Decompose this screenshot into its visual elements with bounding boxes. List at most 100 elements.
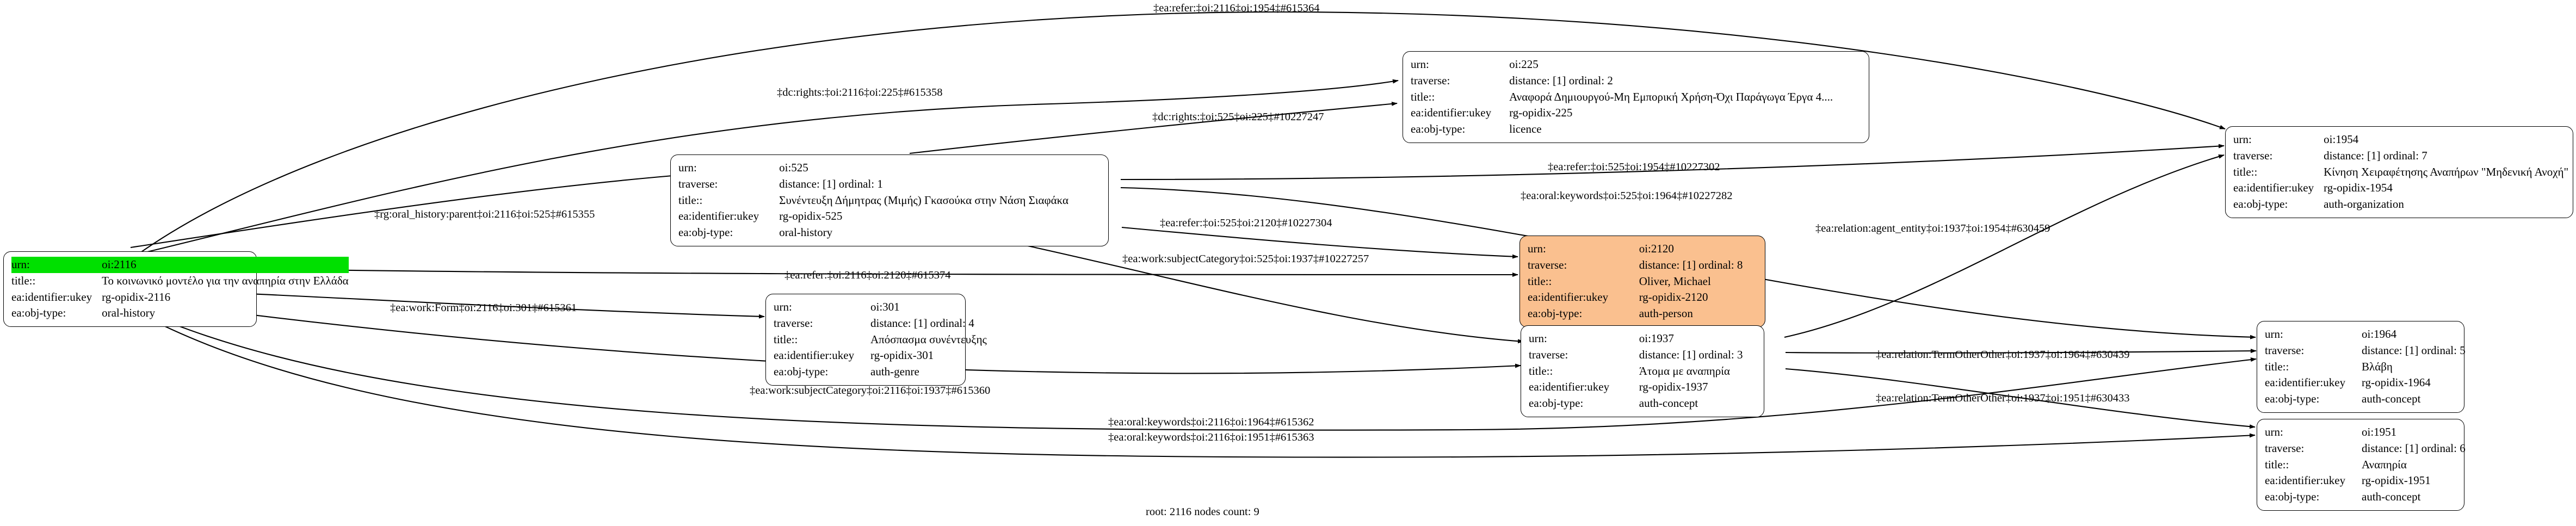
field-value-ukey: rg-opidix-2116 xyxy=(102,290,171,304)
node-field-traverse: traverse: distance: [1] ordinal: 2 xyxy=(1411,73,1862,89)
field-value-traverse: distance: [1] ordinal: 3 xyxy=(1639,348,1743,361)
graph-node-oi-301[interactable]: urn:oi:301 traverse:distance: [1] ordina… xyxy=(765,294,987,386)
field-value-title: Το κοινωνικό μοντέλο για την αναπηρία στ… xyxy=(102,274,349,287)
field-value-objtype: auth-concept xyxy=(1639,397,1698,410)
edge-path-e630459 xyxy=(1784,154,2225,338)
field-label-ukey: ea:identifier:ukey xyxy=(2265,474,2346,487)
node-field-traverse: traverse: distance: [1] ordinal: 4 xyxy=(774,315,987,332)
node-field-ukey: ea:identifier:ukey rg-opidix-225 xyxy=(1411,105,1862,121)
node-field-title: title::Κίνηση Χειραφέτησης Αναπήρων "Μηδ… xyxy=(2233,164,2568,181)
node-field-traverse: traverse:distance: [1] ordinal: 3 xyxy=(1529,347,1757,363)
graph-node-oi-2116[interactable]: urn:oi:2116 title::Το κοινωνικό μοντέλο … xyxy=(3,251,349,327)
field-label-title: title:: xyxy=(2265,360,2289,373)
field-value-objtype: auth-concept xyxy=(2362,490,2421,504)
field-label-urn: urn: xyxy=(11,257,102,273)
node-field-title: title::Βλάβη xyxy=(2265,359,2466,375)
field-label-ukey: ea:identifier:ukey xyxy=(1529,380,1610,394)
node-field-ukey: ea:identifier:ukey rg-opidix-525 xyxy=(678,208,1102,225)
graph-node-oi-1937[interactable]: urn:oi:1937 traverse:distance: [1] ordin… xyxy=(1521,325,1764,418)
field-label-traverse: traverse: xyxy=(774,316,813,330)
field-value-urn: oi:2116 xyxy=(102,257,349,273)
field-value-title: Άτομα με αναπηρία xyxy=(1639,364,1730,378)
field-label-objtype: ea:obj-type: xyxy=(774,365,829,379)
node-field-title: title::Άτομα με αναπηρία xyxy=(1529,363,1757,380)
edge-path-e615362 xyxy=(127,304,2257,431)
field-label-traverse: traverse: xyxy=(2265,441,2305,455)
edge-label-e630433: ‡ea:relation:TermOtherOther‡oi:1937‡oi:1… xyxy=(1876,392,2130,404)
field-label-traverse: traverse: xyxy=(1411,73,1450,87)
field-value-objtype: auth-organization xyxy=(2324,197,2404,211)
field-label-urn: urn: xyxy=(2265,327,2283,341)
node-field-urn: urn:oi:1951 xyxy=(2265,424,2466,441)
field-label-traverse: traverse: xyxy=(2265,343,2305,357)
edge-label-e10227247: ‡dc:rights:‡oi:525‡oi:225‡#10227247 xyxy=(1152,111,1324,123)
edge-label-e10227257: ‡ea:work:subjectCategory‡oi:525‡oi:1937‡… xyxy=(1122,253,1369,265)
node-field-title: title::Αναπηρία xyxy=(2265,457,2466,473)
field-value-urn: oi:1964 xyxy=(2362,327,2397,341)
field-label-title: title:: xyxy=(2265,457,2289,471)
field-label-urn: urn: xyxy=(1411,58,1429,71)
edge-label-e630459: ‡ea:relation:agent_entity‡oi:1937‡oi:195… xyxy=(1815,222,2050,234)
node-field-title: title::Το κοινωνικό μοντέλο για την αναπ… xyxy=(11,273,349,289)
field-label-urn: urn: xyxy=(1528,242,1546,255)
edge-label-e630439: ‡ea:relation:TermOtherOther‡oi:1937‡oi:1… xyxy=(1876,349,2130,361)
field-value-objtype: oral-history xyxy=(102,306,156,320)
field-value-ukey: rg-opidix-225 xyxy=(1509,106,1573,120)
field-label-urn: urn: xyxy=(774,300,792,313)
field-label-traverse: traverse: xyxy=(1528,258,1567,271)
node-field-objtype: ea:obj-type:auth-concept xyxy=(2265,391,2466,407)
graph-node-oi-2120[interactable]: urn:oi:2120 traverse:distance: [1] ordin… xyxy=(1519,236,1765,328)
node-field-traverse: traverse:distance: [1] ordinal: 8 xyxy=(1528,257,1758,274)
field-value-ukey: rg-opidix-1951 xyxy=(2362,474,2431,487)
field-value-traverse: distance: [1] ordinal: 4 xyxy=(870,316,974,330)
field-value-urn: oi:1951 xyxy=(2362,425,2397,438)
field-value-objtype: auth-concept xyxy=(2362,392,2421,406)
node-field-urn: urn: oi:225 xyxy=(1411,57,1862,73)
node-field-traverse: traverse:distance: [1] ordinal: 6 xyxy=(2265,441,2466,457)
graph-node-oi-525[interactable]: urn:oi:525 traverse:distance: [1] ordina… xyxy=(670,154,1109,247)
field-value-urn: oi:225 xyxy=(1509,58,1539,71)
node-field-title: title::Oliver, Michael xyxy=(1528,274,1758,290)
field-value-traverse: distance: [1] ordinal: 5 xyxy=(2362,343,2466,357)
field-label-traverse: traverse: xyxy=(678,177,718,190)
field-label-ukey: ea:identifier:ukey xyxy=(11,290,92,304)
field-label-title: title:: xyxy=(1411,90,1435,103)
node-field-title: title::Αναφορά Δημιουργού-Μη Εμπορική Χρ… xyxy=(1411,89,1862,106)
field-label-ukey: ea:identifier:ukey xyxy=(1411,106,1492,120)
field-value-urn: oi:1954 xyxy=(2324,133,2359,146)
field-value-urn: oi:525 xyxy=(779,161,808,174)
field-label-traverse: traverse: xyxy=(2233,148,2273,162)
node-field-objtype: ea:obj-type:auth-concept xyxy=(1529,395,1757,412)
edge-label-e615360: ‡ea:work:subjectCategory‡oi:2116‡oi:1937… xyxy=(750,385,991,397)
field-label-title: title:: xyxy=(2233,165,2258,178)
graph-node-oi-225[interactable]: urn: oi:225 traverse: distance: [1] ordina… xyxy=(1403,51,1869,144)
field-value-traverse: distance: [1] ordinal: 7 xyxy=(2324,148,2427,162)
field-label-ukey: ea:identifier:ukey xyxy=(2233,181,2314,195)
node-field-ukey: ea:identifier:ukey rg-opidix-1964 xyxy=(2265,375,2466,391)
field-value-title: Απόσπασμα συνέντευξης xyxy=(870,332,987,346)
node-field-urn: urn:oi:2120 xyxy=(1528,241,1758,257)
field-label-title: title:: xyxy=(1528,274,1552,288)
node-field-objtype: ea:obj-type:auth-genre xyxy=(774,364,987,380)
field-value-traverse: distance: [1] ordinal: 2 xyxy=(1509,73,1613,87)
field-label-title: title:: xyxy=(11,274,36,287)
field-value-ukey: rg-opidix-525 xyxy=(779,209,843,223)
field-value-ukey: rg-opidix-1964 xyxy=(2362,376,2431,389)
node-field-urn: urn:oi:2116 xyxy=(11,257,349,273)
field-value-ukey: rg-opidix-2120 xyxy=(1639,290,1708,304)
node-field-traverse: traverse: distance: [1] ordinal: 5 xyxy=(2265,343,2466,359)
edge-label-e615362: ‡ea:oral:keywords‡oi:2116‡oi:1964‡#61536… xyxy=(1108,416,1314,428)
field-value-traverse: distance: [1] ordinal: 1 xyxy=(779,177,883,190)
node-field-urn: urn: oi:1964 xyxy=(2265,326,2466,343)
graph-node-oi-1954[interactable]: urn:oi:1954 traverse:distance: [1] ordin… xyxy=(2225,126,2573,219)
graph-node-oi-1964[interactable]: urn: oi:1964 traverse: distance: [1] ordin… xyxy=(2257,321,2466,413)
field-label-ukey: ea:identifier:ukey xyxy=(2265,376,2346,389)
field-label-urn: urn: xyxy=(1529,332,1547,345)
field-value-title: Αναφορά Δημιουργού-Μη Εμπορική Χρήση-Όχι… xyxy=(1509,90,1833,103)
graph-node-oi-1951[interactable]: urn:oi:1951 traverse:distance: [1] ordin… xyxy=(2257,419,2466,511)
field-value-title: Βλάβη xyxy=(2362,360,2393,373)
field-value-title: Συνέντευξη Δήμητρας (Μιμής) Γκασούκα στη… xyxy=(779,193,1069,207)
field-label-ukey: ea:identifier:ukey xyxy=(678,209,759,223)
